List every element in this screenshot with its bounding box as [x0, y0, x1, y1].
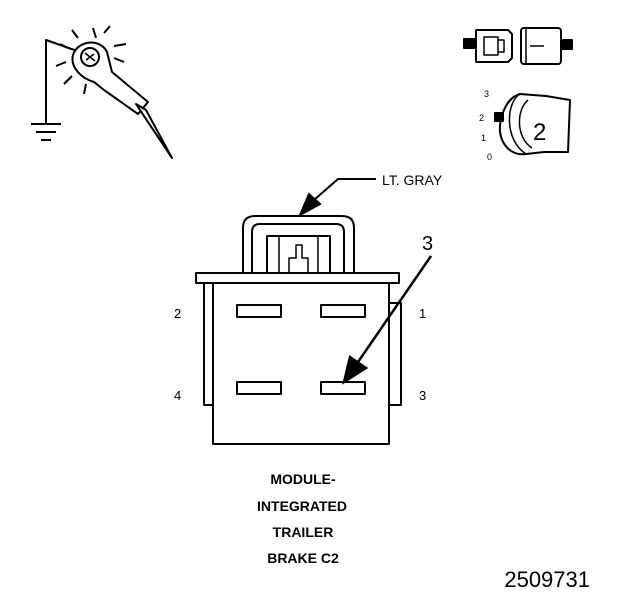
position-scale-3: 3: [484, 89, 489, 99]
caption-line-3: TRAILER: [273, 524, 334, 540]
caption-line-4: BRAKE C2: [267, 550, 339, 566]
cavity-4: [236, 381, 282, 395]
pin-label-top-left: 2: [174, 306, 181, 321]
connector-position-icon: 3 2 1 0 2: [479, 89, 571, 162]
caption-line-1: MODULE-: [270, 471, 336, 487]
wire-color-label: LT. GRAY: [382, 172, 443, 188]
wire-color-leader: [297, 178, 376, 218]
pin-label-bottom-left: 4: [174, 388, 181, 403]
pin-label-bottom-right: 3: [419, 388, 426, 403]
position-selected-number: 2: [533, 119, 546, 146]
position-scale-1: 1: [481, 133, 486, 143]
callout-arrow: [342, 255, 433, 385]
position-scale-0: 0: [487, 152, 492, 162]
connector-halves-icon: [463, 27, 573, 65]
connector-face: [195, 215, 402, 445]
callout-number: 3: [422, 233, 433, 255]
caption-line-2: INTEGRATED: [257, 498, 347, 514]
pin-label-top-right: 1: [419, 306, 426, 321]
test-probe-ground-icon: [31, 25, 173, 159]
cavity-1: [320, 304, 366, 318]
position-scale-2: 2: [479, 113, 484, 123]
figure-id: 2509731: [504, 567, 590, 592]
cavity-2: [236, 304, 282, 318]
